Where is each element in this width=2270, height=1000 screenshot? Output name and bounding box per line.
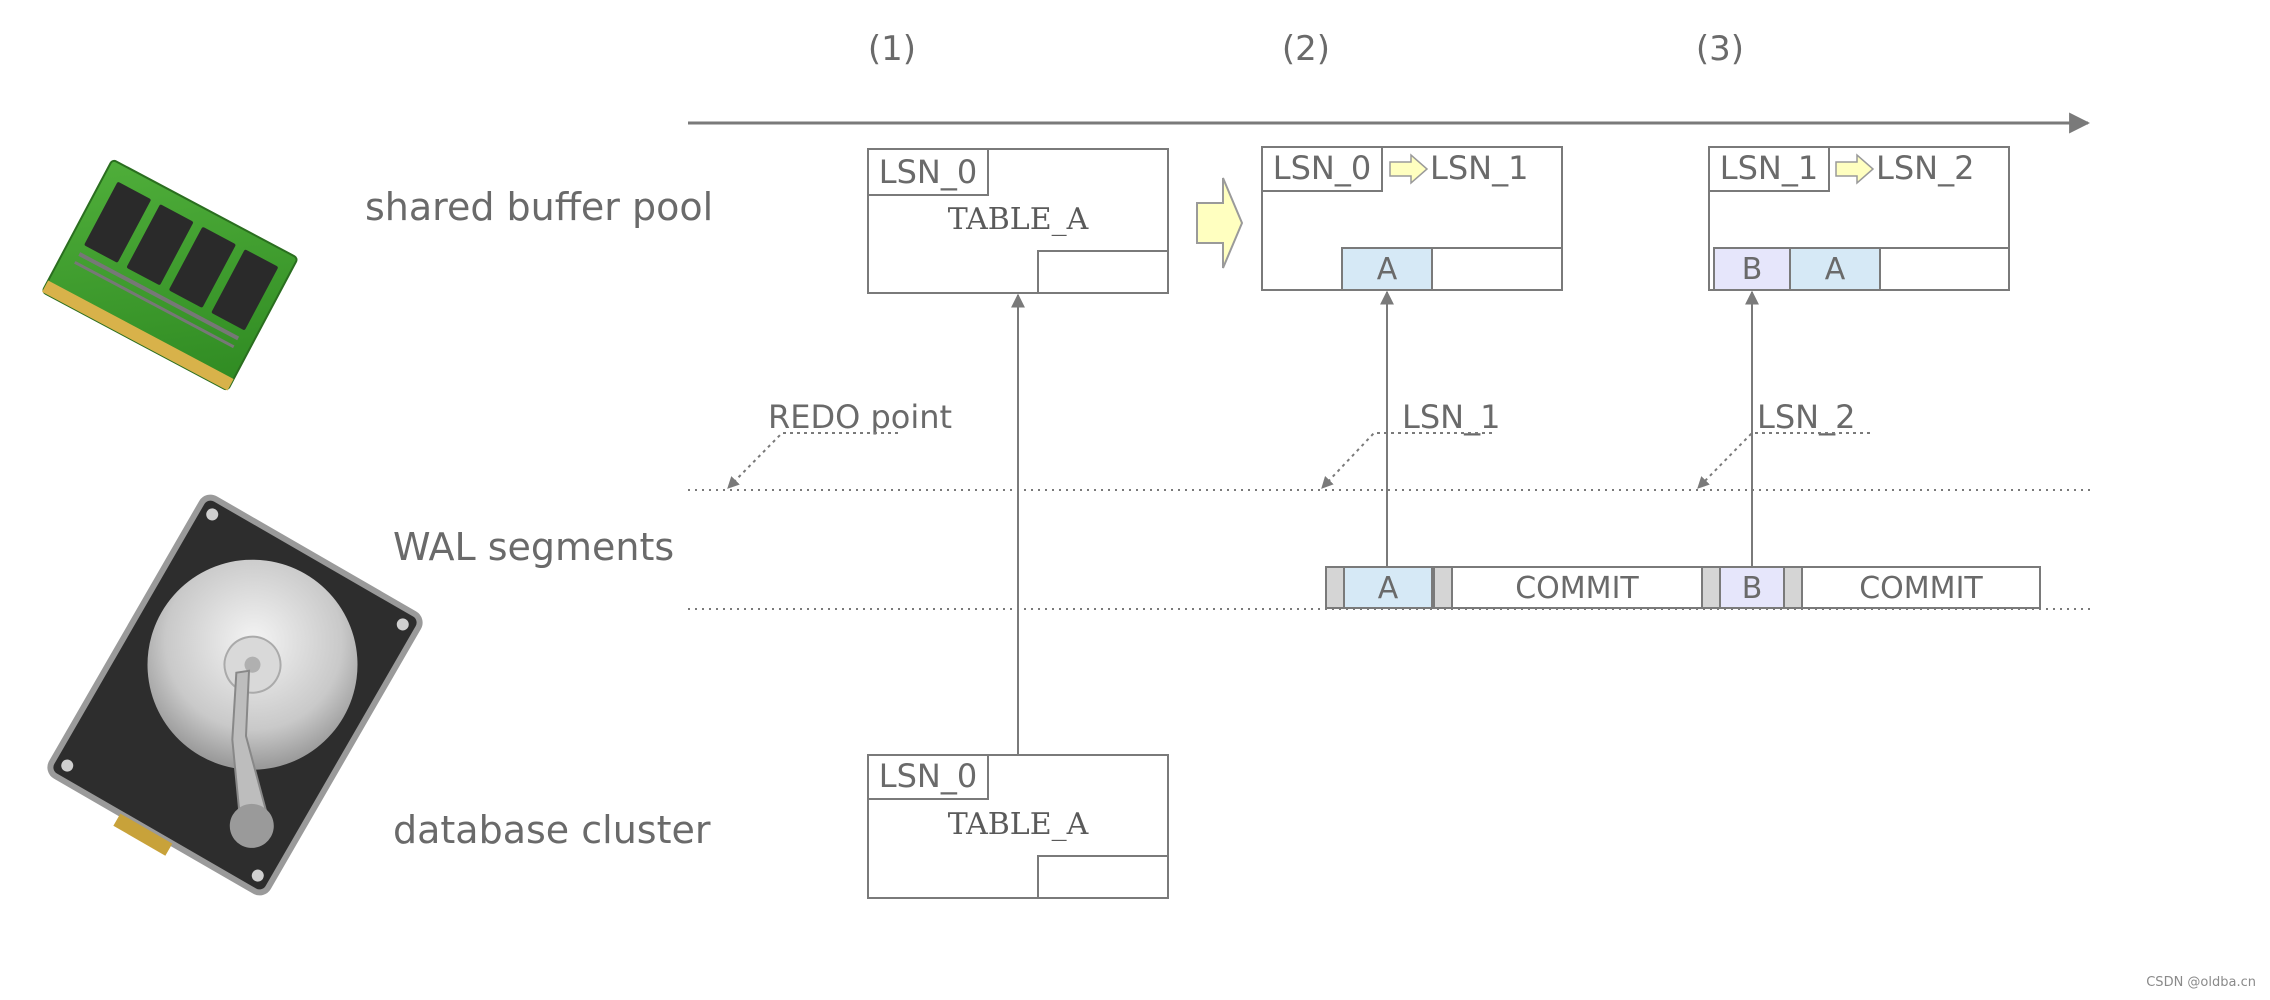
lsn2-callout: LSN_2 — [1697, 398, 1870, 489]
wal-records: A COMMIT B COMMIT — [1325, 566, 2041, 609]
buffer-page-2-cell-a: A — [1377, 252, 1398, 287]
buffer-page-1-table: TABLE_A — [948, 202, 1089, 237]
step-label-2: (2) — [1282, 29, 1330, 69]
cluster-page: LSN_0 TABLE_A — [867, 754, 1169, 899]
buffer-page-3-lsn-to: LSN_2 — [1876, 149, 1974, 187]
wal-record-commit-2: COMMIT — [1859, 571, 1983, 606]
hard-drive-icon — [47, 494, 423, 896]
buffer-page-2: LSN_0 LSN_1 A — [1261, 146, 1563, 291]
wal-record-a: A — [1378, 571, 1399, 606]
row-label-buffer: shared buffer pool — [365, 185, 713, 229]
cluster-page-lsn: LSN_0 — [879, 757, 977, 795]
redo-point-callout: REDO point — [727, 398, 952, 489]
lsn1-callout-label: LSN_1 — [1402, 398, 1500, 436]
cluster-page-table: TABLE_A — [948, 807, 1089, 842]
buffer-page-3: LSN_1 LSN_2 B A — [1708, 146, 2010, 291]
buffer-page-3-cell-b: B — [1742, 252, 1763, 287]
wal-record-commit-1: COMMIT — [1515, 571, 1639, 606]
row-label-cluster: database cluster — [393, 808, 711, 852]
buffer-page-1: LSN_0 TABLE_A — [867, 148, 1169, 294]
transition-arrow-icon — [1196, 177, 1244, 269]
lsn-advance-arrow-icon — [1389, 153, 1429, 185]
ram-module-icon — [42, 159, 298, 391]
buffer-page-1-lsn: LSN_0 — [879, 153, 977, 191]
lsn-advance-arrow-icon — [1835, 153, 1875, 185]
step-label-1: (1) — [868, 29, 916, 69]
buffer-page-3-cell-a: A — [1825, 252, 1846, 287]
step-label-3: (3) — [1696, 29, 1744, 69]
row-label-wal: WAL segments — [393, 525, 674, 569]
wal-record-b: B — [1742, 571, 1763, 606]
redo-point-label: REDO point — [768, 398, 952, 436]
buffer-page-3-lsn-from: LSN_1 — [1720, 149, 1818, 187]
lsn1-callout: LSN_1 — [1321, 398, 1500, 489]
lsn2-callout-label: LSN_2 — [1757, 398, 1855, 436]
watermark: CSDN @oldba.cn — [2146, 975, 2256, 990]
buffer-page-2-lsn-to: LSN_1 — [1430, 149, 1528, 187]
buffer-page-2-lsn-from: LSN_0 — [1273, 149, 1371, 187]
